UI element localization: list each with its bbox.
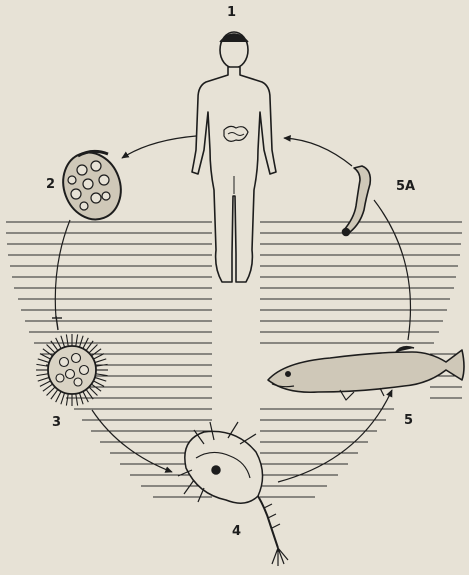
arc-plerocercoid-to-human [284, 138, 352, 166]
egg-icon [54, 144, 130, 227]
copepod-icon [178, 422, 288, 566]
arc-human-to-egg [122, 136, 196, 158]
arc-copepod-to-fish [278, 390, 392, 482]
label-egg: 2 [46, 178, 55, 191]
arc-fish-to-plerocercoid [374, 200, 410, 340]
arc-egg-to-coracidium [55, 220, 70, 318]
arc-coracidium-to-copepod [92, 410, 172, 472]
label-fish: 5 [404, 414, 413, 427]
label-plerocercoid: 5A [396, 180, 415, 193]
fish-icon [268, 347, 464, 400]
coracidium-icon [36, 316, 108, 406]
label-human: 1 [227, 6, 236, 19]
label-copepod: 4 [232, 525, 241, 538]
label-coracidium: 3 [52, 416, 61, 429]
plerocercoid-icon [343, 166, 371, 236]
